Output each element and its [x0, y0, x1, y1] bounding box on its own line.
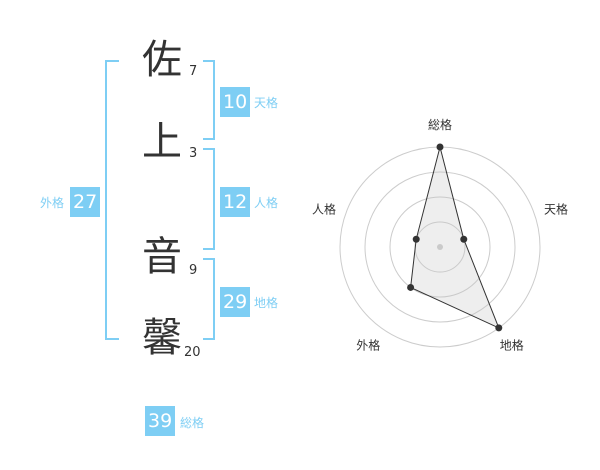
soukaku-value: 39 [145, 406, 176, 436]
radar-point-5 [412, 235, 420, 243]
chikaku-bracket [203, 258, 215, 340]
stroke-count-2: 3 [189, 146, 198, 161]
stroke-count-3: 9 [189, 263, 198, 278]
kanji-char-4: 馨 [142, 315, 182, 361]
chikaku-label: 地格 [254, 296, 279, 310]
gaikaku-bracket [105, 60, 119, 340]
jinkaku-label: 人格 [254, 196, 279, 210]
radar-axis-label-1: 総格 [428, 117, 452, 132]
gaikaku-label: 外格 [40, 196, 65, 210]
stroke-count-1: 7 [189, 64, 198, 79]
radar-center-dot [437, 244, 443, 250]
radar-ring-3 [364, 171, 516, 323]
kanji-char-1: 佐 [142, 37, 182, 83]
jinkaku-bracket [203, 148, 215, 250]
tenkaku-value: 10 [220, 87, 251, 117]
tenkaku-label: 天格 [254, 96, 279, 110]
radar-ring-2 [389, 196, 491, 298]
radar-axis-label-3: 地格 [500, 338, 524, 353]
radar-axis-label-2: 天格 [544, 201, 568, 216]
radar-point-1 [436, 143, 444, 151]
radar-value-polygon [410, 146, 500, 329]
gaikaku-value: 27 [70, 187, 101, 217]
tenkaku-bracket [203, 60, 215, 140]
radar-point-4 [407, 283, 415, 291]
kanji-char-3: 音 [142, 234, 182, 280]
chikaku-value: 29 [220, 287, 251, 317]
radar-axis-label-5: 人格 [312, 201, 336, 216]
jinkaku-value: 12 [220, 187, 251, 217]
radar-axis-label-4: 外格 [356, 338, 380, 353]
radar-point-3 [495, 324, 503, 332]
radar-point-2 [460, 235, 468, 243]
kanji-char-2: 上 [142, 119, 182, 165]
soukaku-label: 総格 [180, 416, 205, 430]
stroke-count-4: 20 [184, 345, 201, 360]
